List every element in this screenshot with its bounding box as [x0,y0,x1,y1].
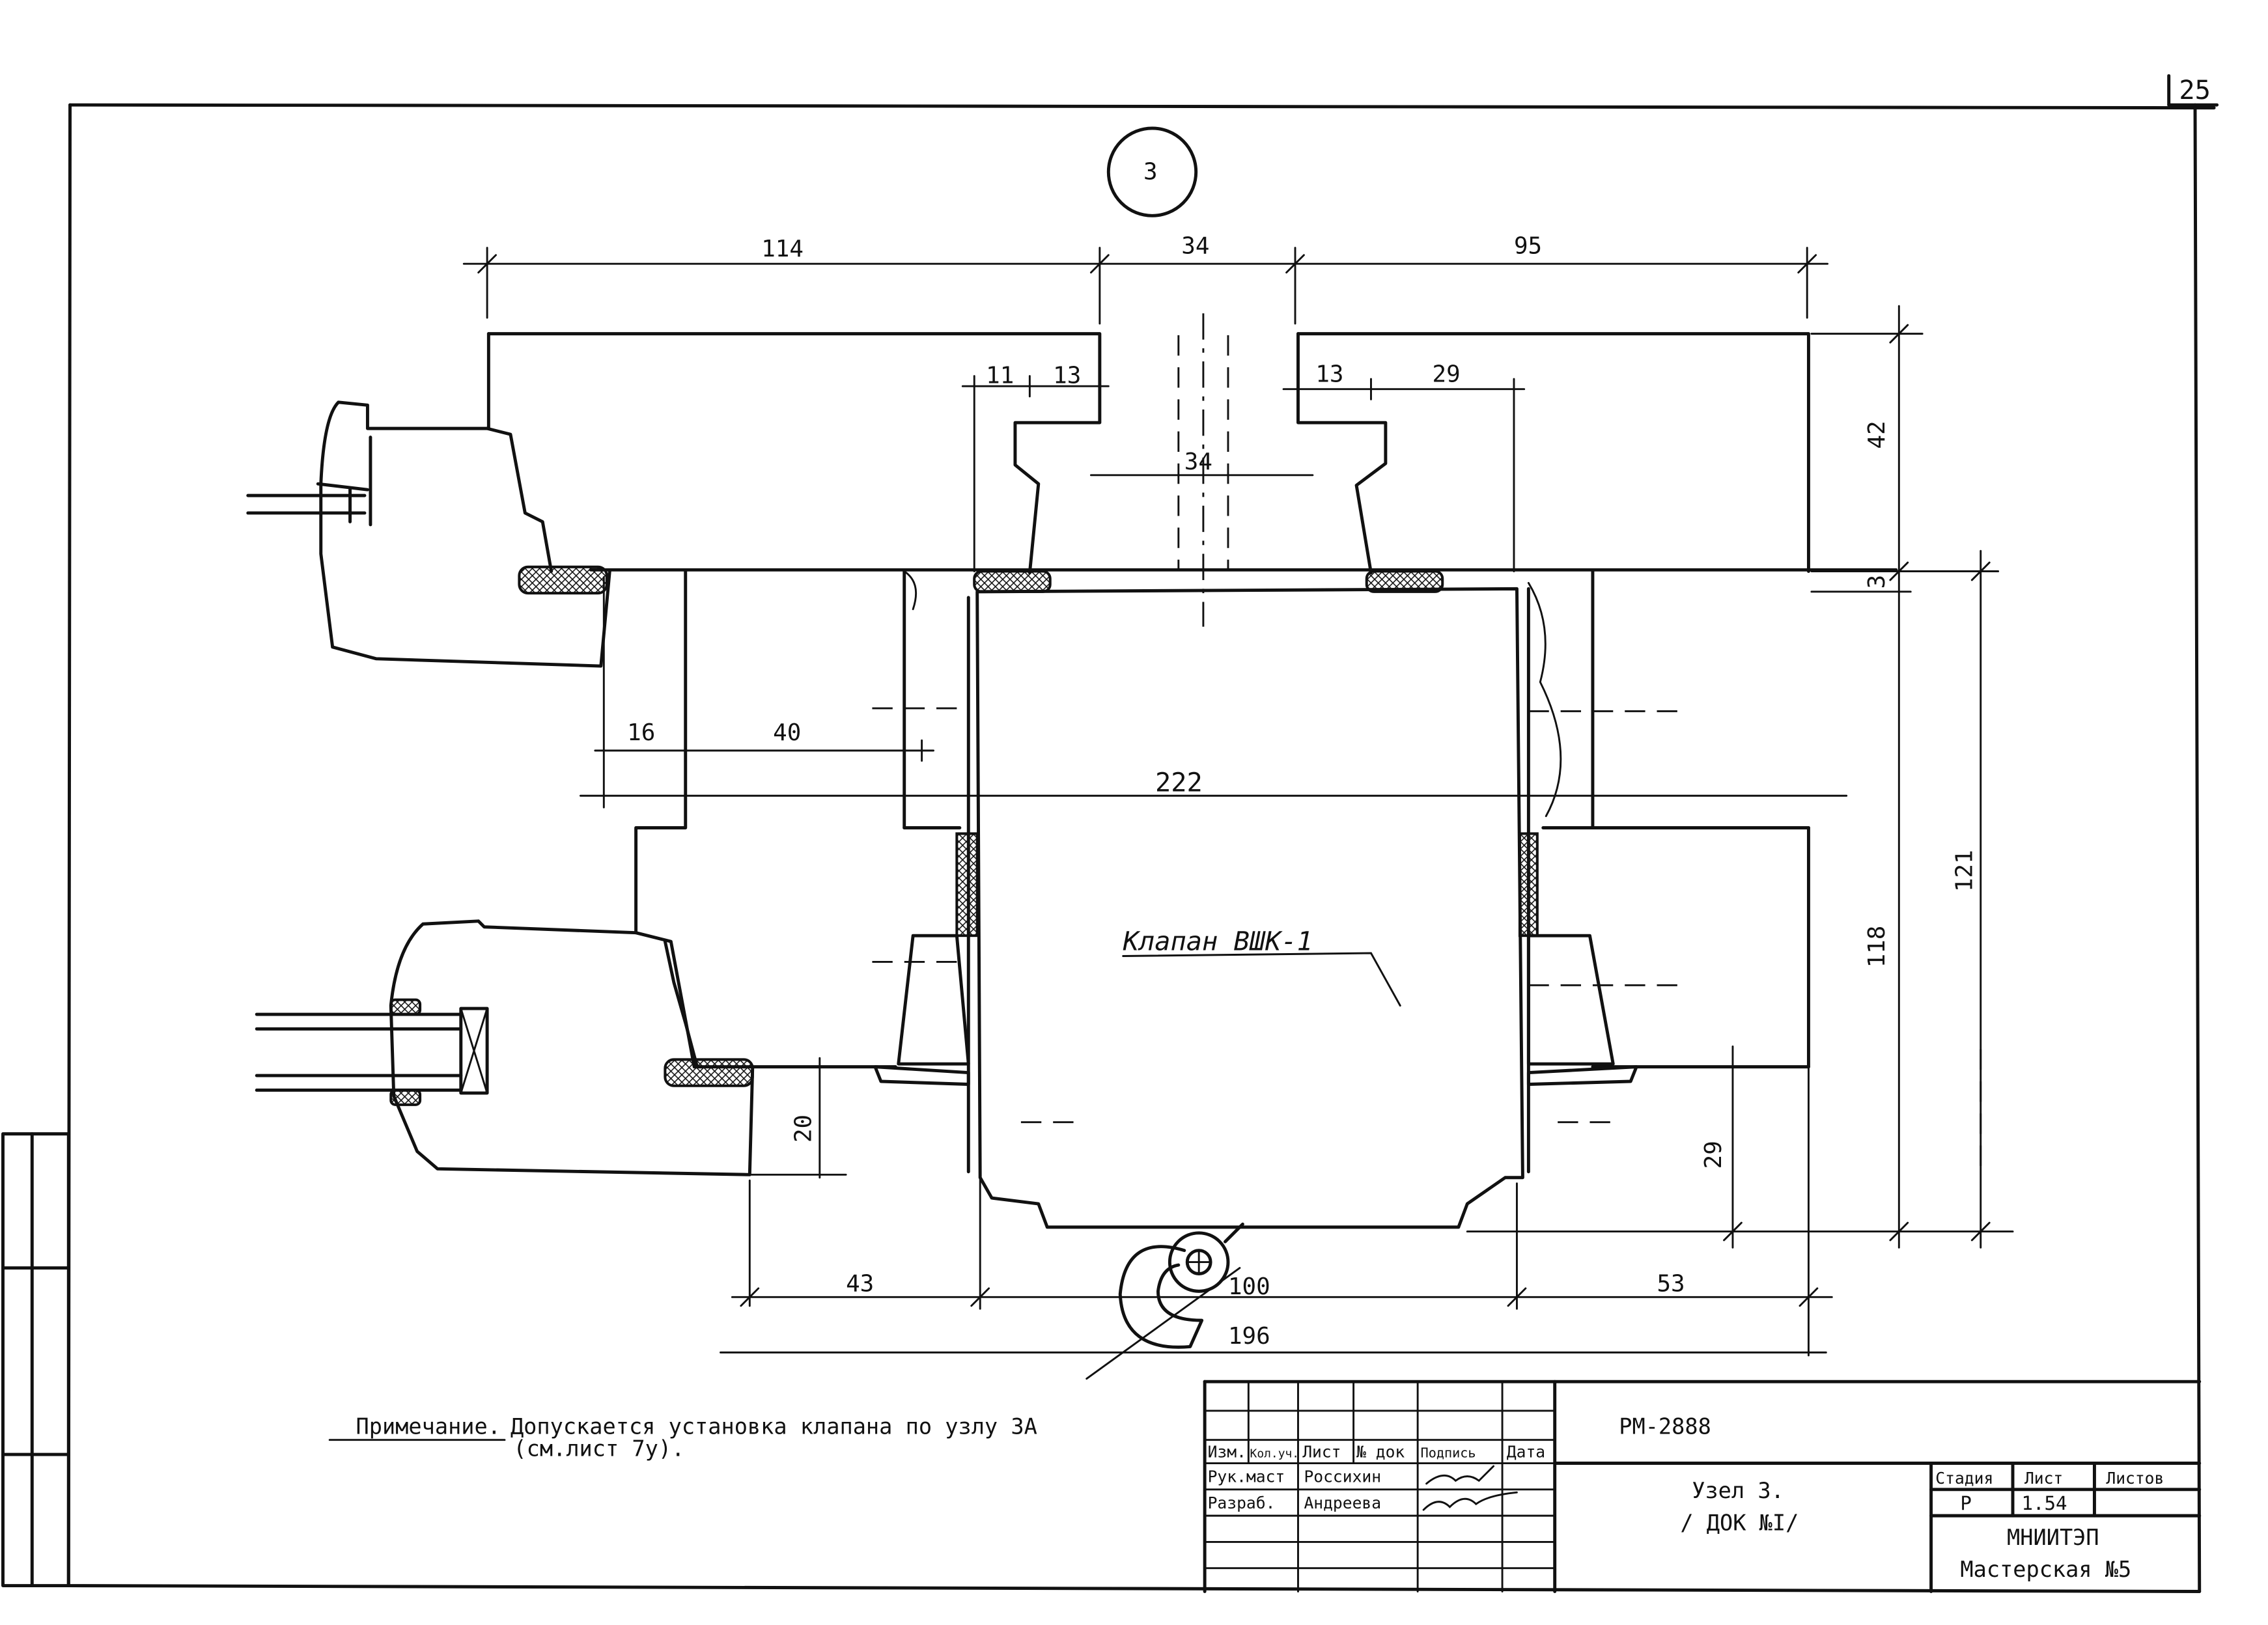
tb-col-izm: Изм. [1208,1443,1246,1462]
top-dimension-chain [462,247,1829,325]
tb-title-line2: / ДОК №I/ [1680,1510,1799,1536]
title-block [1203,1380,2202,1593]
sheet-corner-number: 25 [2179,75,2211,105]
valve-seal-right [1518,832,1539,938]
node-marker-number: 3 [1143,158,1158,185]
dim-width-222: 222 [1155,768,1203,798]
dim-right-29: 29 [1700,1141,1727,1169]
lower-sash [255,919,755,1176]
node-marker: 3 [1106,126,1198,217]
tb-sheet-label: Лист [2024,1469,2063,1488]
dim-inner-34: 34 [1184,449,1212,475]
note-prefix: Примечание. [356,1414,501,1439]
tb-sheets-label: Листов [2106,1469,2164,1488]
wall-block-left [634,570,962,1069]
dim-right-118: 118 [1864,926,1890,968]
tb-stage-value: Р [1960,1492,1972,1514]
note: Примечание. Допускается установка клапан… [328,1414,1037,1461]
note-line1: Допускается установка клапана по узлу 3А [511,1414,1037,1439]
valve-seal-left [955,832,979,938]
dim-gap-29: 29 [1433,361,1461,388]
valve-label: Клапан ВШК-1 [1123,926,1313,957]
tb-col-podpis: Подпись [1421,1445,1476,1461]
dim-gap-13-right: 13 [1315,361,1343,388]
gasket-right [1365,570,1444,593]
dim-bottom-196: 196 [1228,1323,1270,1350]
dim-left-40: 40 [773,719,801,746]
upper-sash [246,400,611,668]
dim-right-42: 42 [1864,421,1890,449]
top-beam-right [1296,332,1810,575]
dim-top-right: 95 [1514,233,1542,260]
tb-col-kol: Кол.уч. [1250,1447,1299,1461]
dim-bottom-43: 43 [846,1270,874,1297]
signature-1 [1425,1465,1495,1485]
dim-right-121: 121 [1951,850,1978,892]
tb-org-line2: Мастерская №5 [1960,1557,2131,1582]
dim-top-left: 114 [761,236,804,262]
drawing-frame [1,74,2219,1593]
tb-sheet-value: 1.54 [2021,1492,2067,1514]
tb-role-2: Разраб. [1208,1493,1276,1512]
gasket-left [973,570,1052,593]
gap-axis [1177,313,1229,627]
tb-stage-label: Стадия [1935,1469,1993,1488]
tb-role-1: Рук.маст [1208,1467,1285,1486]
note-line2: (см.лист 7у). [513,1436,684,1461]
signature-2 [1422,1491,1518,1511]
dim-left-16: 16 [627,719,655,746]
valve-label-leader [1122,952,1401,1007]
wall-block-right [1527,570,1810,1069]
dim-right-3: 3 [1864,575,1890,589]
dim-bottom-53: 53 [1657,1270,1685,1297]
dim-bottom-100: 100 [1228,1273,1270,1300]
tb-doc-code: РМ-2888 [1619,1414,1711,1439]
valve-clamps [873,934,1638,1086]
tb-name-2: Андреева [1304,1493,1381,1512]
valve-body [966,587,1530,1229]
tb-name-1: Россихин [1304,1467,1381,1486]
top-beam-left [486,332,1102,575]
valve-handle [1085,1222,1244,1380]
tb-title-line1: Узел 3. [1692,1478,1784,1503]
dim-lines-left [580,576,1848,1124]
dim-gap-11: 11 [986,363,1014,389]
dim-top-mid: 34 [1181,233,1209,260]
tb-org-line1: МНИИТЭП [2007,1525,2099,1550]
dim-left-20: 20 [790,1115,817,1143]
dim-gap-13-left: 13 [1053,363,1081,389]
tb-col-ndok: № док [1356,1443,1405,1462]
tb-col-list: Лист [1302,1443,1341,1462]
gap-dims [961,375,1526,572]
dim-lines-right [1466,305,2014,1249]
dim-lines-bottom [720,1057,1833,1357]
tb-col-data: Дата [1507,1443,1545,1462]
